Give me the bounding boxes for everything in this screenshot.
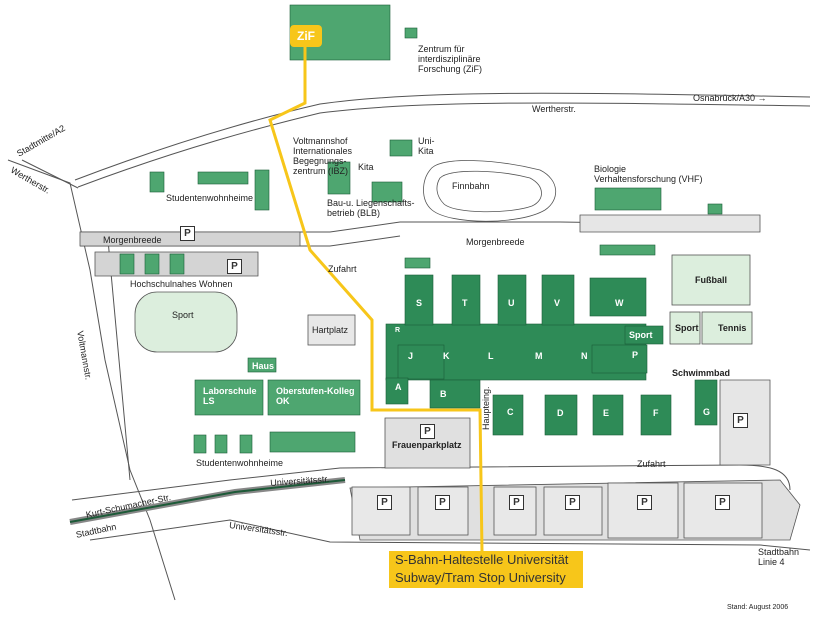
kita-label: Kita <box>358 162 374 172</box>
zif-badge[interactable]: ZiF <box>290 25 322 47</box>
parking-sign[interactable]: P <box>180 226 195 241</box>
sport-main-label: Sport <box>629 330 653 340</box>
oberstufen-label: Oberstufen-Kolleg OK <box>276 386 355 406</box>
morgenbreede-left-label: Morgenbreede <box>103 235 162 245</box>
wertherstr-top-label: Wertherstr. <box>532 104 576 114</box>
building-t[interactable]: T <box>462 298 468 308</box>
tram-stop-line1: S-Bahn-Haltestelle Universität <box>395 552 569 567</box>
building-b[interactable]: B <box>440 389 447 399</box>
tram-stop-line2: Subway/Tram Stop University <box>395 570 566 585</box>
building-a[interactable]: A <box>395 382 402 392</box>
parking-sign[interactable]: P <box>637 495 652 510</box>
parking-sign[interactable]: P <box>565 495 580 510</box>
building-s[interactable]: S <box>416 298 423 308</box>
parking-blocks <box>351 482 763 539</box>
haus1-label: Haus 1 <box>252 361 282 371</box>
building-p[interactable]: P <box>632 350 639 360</box>
building-k[interactable]: K <box>443 351 450 361</box>
tennis-label: Tennis <box>718 323 747 333</box>
haupteingang-label: Haupteing. <box>481 386 491 430</box>
parking-sign[interactable]: P <box>733 413 748 428</box>
zufahrt-right-label: Zufahrt <box>637 459 666 469</box>
blb-label: Bau-u. Liegenschafts- betrieb (BLB) <box>327 198 415 218</box>
building-r[interactable]: R <box>395 327 401 334</box>
building-c[interactable]: C <box>507 407 514 417</box>
parking-sign[interactable]: P <box>715 495 730 510</box>
parking-sign[interactable]: P <box>435 495 450 510</box>
other-buildings <box>119 4 723 454</box>
laborschule-label: Laborschule LS <box>203 386 257 406</box>
studentenwohnheime-bottom-label: Studentenwohnheime <box>196 458 284 468</box>
sport-right-label: Sport <box>675 323 699 333</box>
building-e[interactable]: E <box>603 408 610 418</box>
green-areas <box>134 160 753 353</box>
zif-label: Zentrum für interdisziplinäre Forschung … <box>418 44 483 74</box>
stadtbahn-linie-label: Stadtbahn Linie 4 <box>758 547 800 567</box>
hochschulnahes-label: Hochschulnahes Wohnen <box>130 279 233 289</box>
voltmannshof-label: Voltmannshof Internationales Begegnungs-… <box>293 136 353 176</box>
tram-stop-box[interactable]: S-Bahn-Haltestelle Universität Subway/Tr… <box>389 551 583 588</box>
building-v[interactable]: V <box>554 298 561 308</box>
morgenbreede-right-label: Morgenbreede <box>466 237 525 247</box>
studentenwohnheime-top-label: Studentenwohnheime <box>166 193 254 203</box>
vhf-label: Biologie Verhaltensforschung (VHF) <box>594 164 703 184</box>
finnbahn-label: Finnbahn <box>452 181 490 191</box>
walking-route <box>268 45 484 553</box>
fussball-label: Fußball <box>695 275 727 285</box>
building-j[interactable]: J <box>408 351 414 361</box>
osnabrueck-label: Osnabrück/A30 → <box>693 93 767 103</box>
building-n[interactable]: N <box>581 351 588 361</box>
parking-sign[interactable]: P <box>377 495 392 510</box>
uni-kita-label: Uni- Kita <box>418 136 435 156</box>
frauenparkplatz-label: Frauenparkplatz <box>392 440 462 450</box>
zufahrt-left-label: Zufahrt <box>328 264 357 274</box>
building-g[interactable]: G <box>703 407 711 417</box>
hartplatz-label: Hartplatz <box>312 325 349 335</box>
stand-label: Stand: August 2006 <box>727 604 789 611</box>
main-building <box>385 274 718 436</box>
sport-left-label: Sport <box>172 310 194 320</box>
building-l[interactable]: L <box>488 351 494 361</box>
schwimmbad-label: Schwimmbad <box>672 368 731 378</box>
building-w[interactable]: W <box>615 298 624 308</box>
building-u[interactable]: U <box>508 298 515 308</box>
building-m[interactable]: M <box>535 351 543 361</box>
building-d[interactable]: D <box>557 408 564 418</box>
parking-sign[interactable]: P <box>420 424 435 439</box>
building-f[interactable]: F <box>653 408 659 418</box>
parking-sign[interactable]: P <box>509 495 524 510</box>
parking-sign[interactable]: P <box>227 259 242 274</box>
